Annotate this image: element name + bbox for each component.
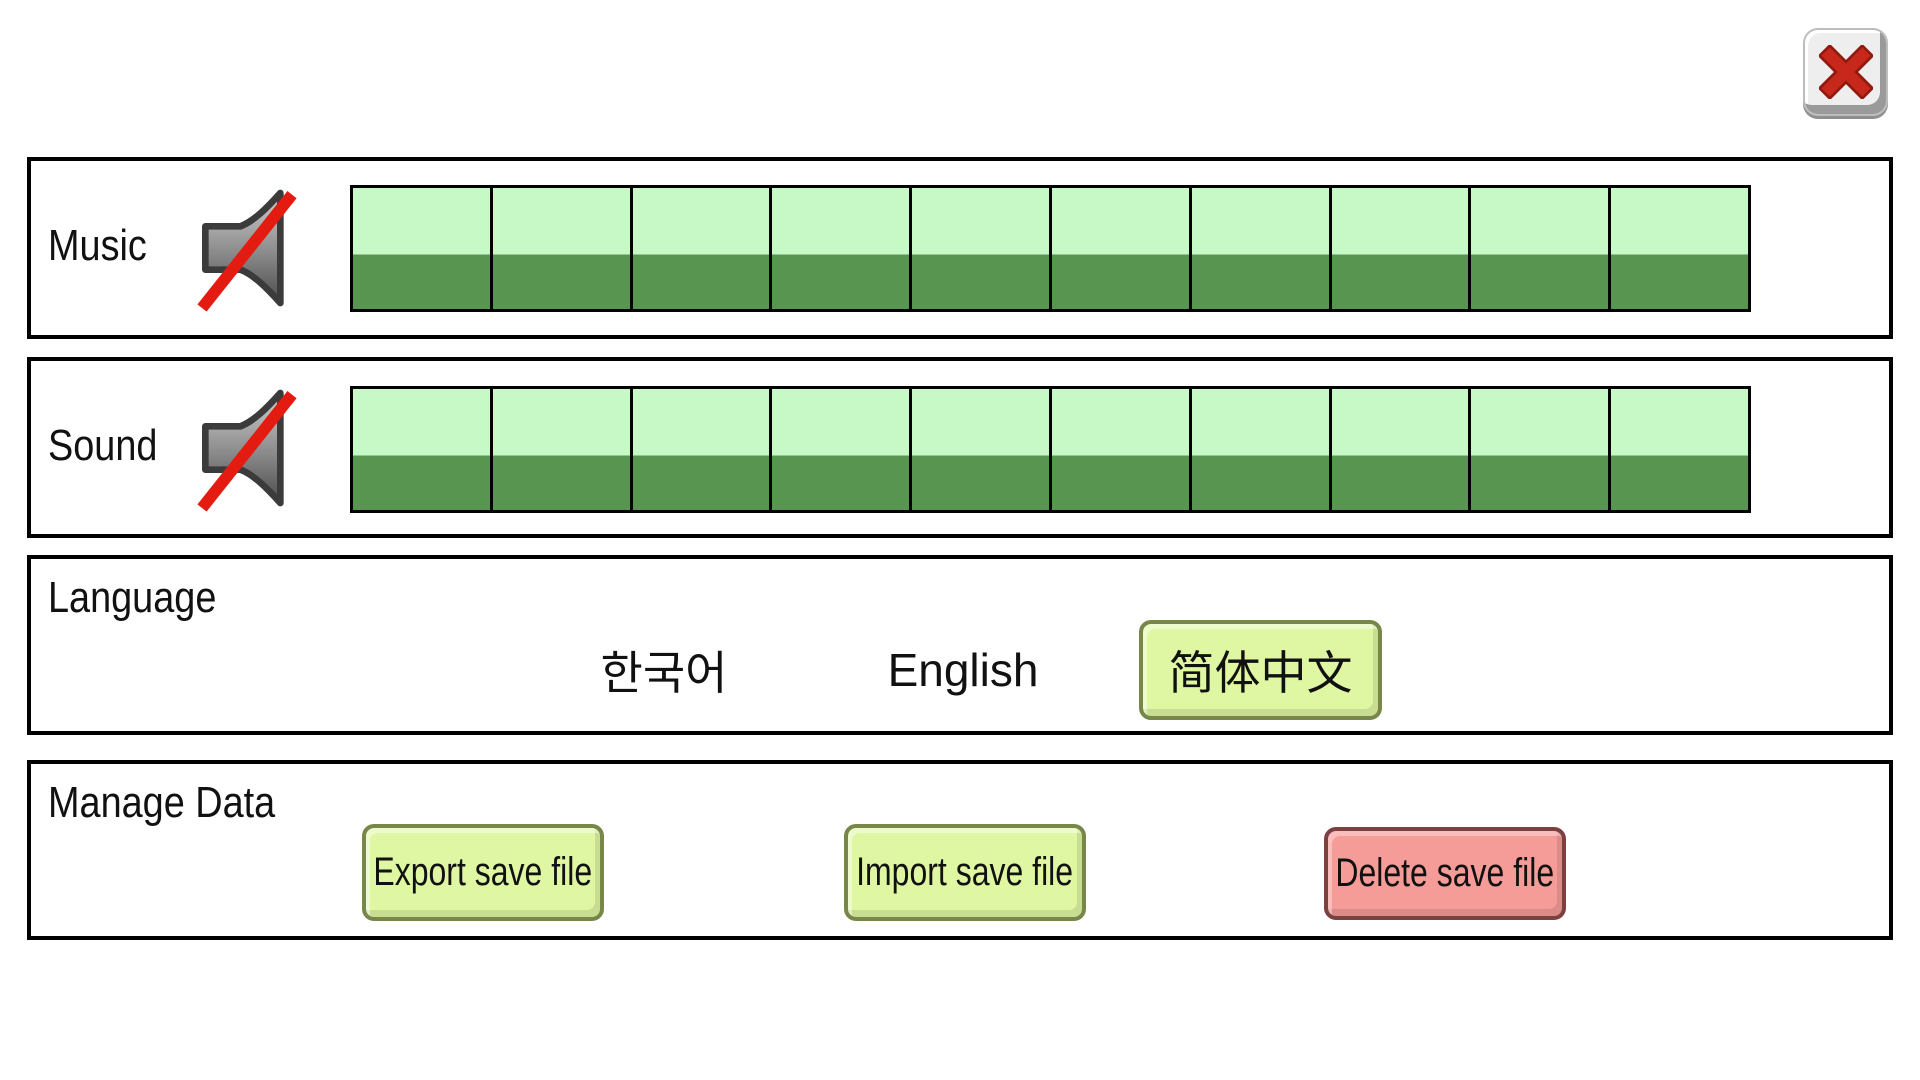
volume-segment: [492, 188, 630, 309]
sound-volume-panel: Sound: [27, 357, 1893, 538]
volume-segment: [353, 188, 490, 309]
muted-speaker-icon[interactable]: [197, 381, 297, 515]
language-panel: Language 한국어 English 简体中文: [27, 555, 1893, 735]
close-icon: [1818, 45, 1873, 99]
volume-segment: [1191, 188, 1329, 309]
import-save-file-label: Import save file: [856, 850, 1074, 894]
language-option-label: 简体中文: [1168, 647, 1353, 699]
volume-segment: [1471, 389, 1609, 510]
volume-segment: [353, 389, 490, 510]
music-volume-panel: Music: [27, 157, 1893, 339]
language-option-simplified-chinese-selected[interactable]: 简体中文: [1139, 620, 1382, 720]
delete-save-file-label: Delete save file: [1335, 851, 1555, 895]
volume-segment: [1331, 188, 1469, 309]
volume-segment: [492, 389, 630, 510]
export-save-file-button[interactable]: Export save file: [362, 824, 604, 921]
language-option-korean[interactable]: 한국어: [600, 647, 728, 699]
volume-segment: [1611, 389, 1748, 510]
import-save-file-button[interactable]: Import save file: [844, 824, 1086, 921]
close-button[interactable]: [1803, 28, 1888, 116]
volume-segment: [1331, 389, 1469, 510]
music-label: Music: [48, 221, 147, 270]
volume-segment: [1611, 188, 1748, 309]
export-save-file-label: Export save file: [373, 850, 593, 894]
language-section-label: Language: [48, 573, 217, 622]
volume-segment: [632, 389, 770, 510]
volume-segment: [632, 188, 770, 309]
volume-segment: [772, 389, 910, 510]
language-option-english[interactable]: English: [887, 644, 1039, 696]
volume-segment: [1051, 188, 1189, 309]
manage-data-panel: Manage Data Export save file Import save…: [27, 760, 1893, 940]
sound-label: Sound: [48, 420, 158, 470]
sound-volume-bar[interactable]: [350, 386, 1751, 513]
volume-segment: [772, 188, 910, 309]
muted-speaker-icon[interactable]: [197, 181, 297, 315]
volume-segment: [1191, 389, 1329, 510]
music-volume-bar[interactable]: [350, 185, 1751, 312]
volume-segment: [912, 188, 1049, 309]
volume-segment: [1051, 389, 1189, 510]
manage-data-section-label: Manage Data: [48, 778, 276, 827]
volume-segment: [912, 389, 1049, 510]
volume-segment: [1471, 188, 1609, 309]
delete-save-file-button[interactable]: Delete save file: [1324, 827, 1566, 920]
